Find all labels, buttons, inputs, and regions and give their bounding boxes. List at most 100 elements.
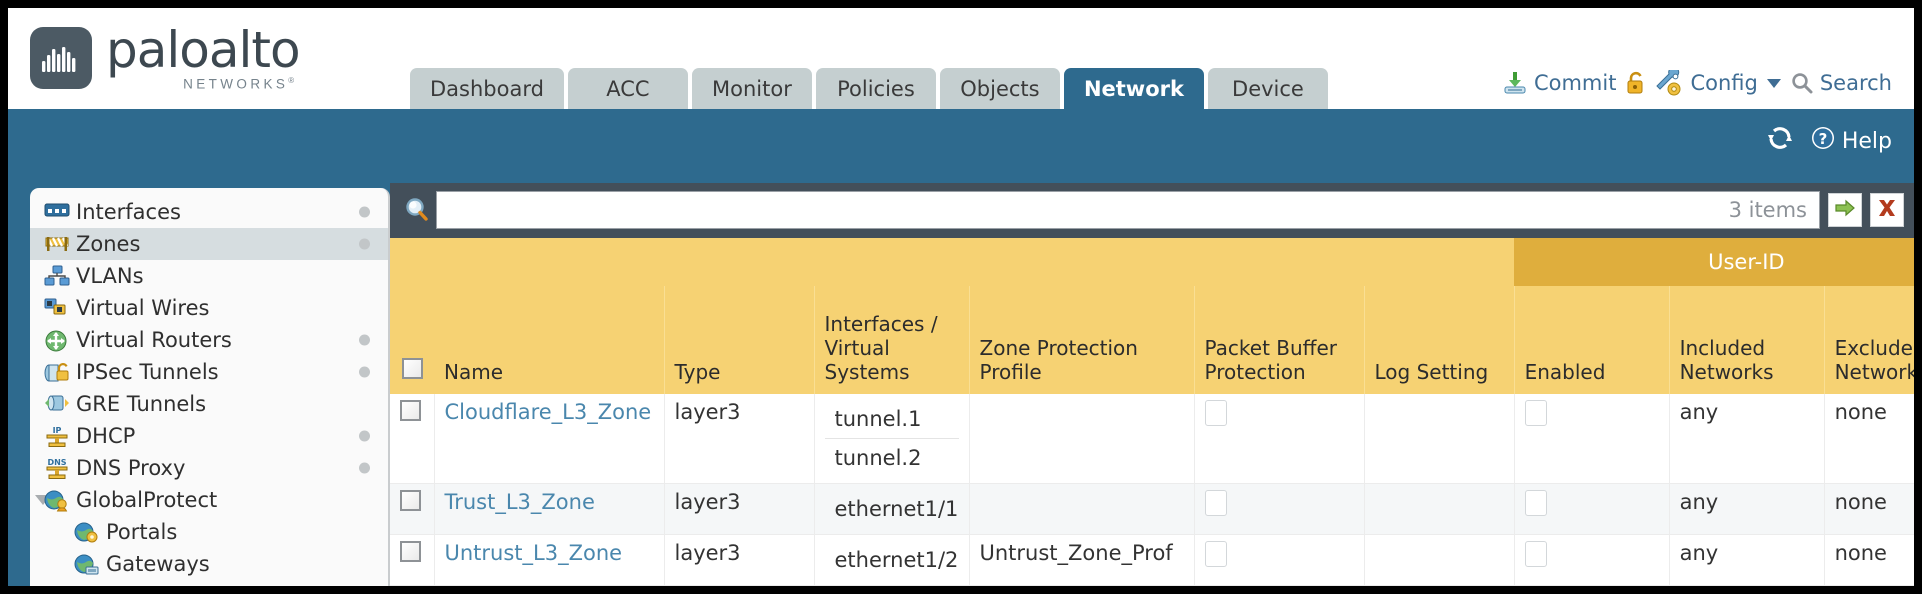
sub-toolbar-actions: ? Help [1766,125,1892,157]
cell-excluded-networks: none [1824,394,1914,484]
sidebar-item-vlans[interactable]: VLANs [30,260,388,292]
zone-link[interactable]: Untrust_L3_Zone [444,541,623,565]
column-header-interfaces[interactable]: Interfaces / Virtual Systems [814,286,970,394]
zones-table-wrapper: User-ID Name Type Interfaces / Virtual S… [390,238,1914,586]
commit-button[interactable]: Commit [1502,70,1616,96]
commit-icon [1502,70,1528,96]
cell-packet-buffer-protection [1194,483,1365,535]
sidebar-item-virtual-wires[interactable]: Virtual Wires [30,292,388,324]
gre-tunnels-icon [44,393,70,415]
sidebar-item-label: DNS Proxy [76,456,186,480]
zone-link[interactable]: Trust_L3_Zone [444,490,595,514]
svg-text:IP: IP [53,426,62,435]
header-actions: Commit [1502,66,1892,96]
cell-userid-enabled [1514,534,1670,586]
apply-filter-button[interactable] [1828,193,1862,227]
status-dot [359,334,370,346]
sidebar-item-zones[interactable]: Zones [30,228,388,260]
packet-buffer-protection-checkbox[interactable] [1204,400,1227,426]
column-header-excluded-networks[interactable]: Excluded Networks [1824,286,1914,394]
cell-excluded-networks: none [1824,534,1914,586]
row-checkbox[interactable] [400,400,421,421]
column-header-log-setting[interactable]: Log Setting [1364,286,1515,394]
tab-device[interactable]: Device [1207,68,1328,109]
row-checkbox[interactable] [400,541,421,562]
sidebar-item-interfaces[interactable]: Interfaces [30,196,388,228]
search-input[interactable]: 3 items [436,191,1820,229]
group-header-userid: User-ID [1514,238,1914,286]
tab-objects[interactable]: Objects [939,68,1060,109]
content-panel: 3 items [390,183,1914,586]
tab-acc[interactable]: ACC [567,68,688,109]
userid-enabled-checkbox[interactable] [1524,490,1547,516]
table-row[interactable]: Cloudflare_L3_Zone layer3 tunnel.1 tunne… [390,394,1914,484]
config-button[interactable]: Config [1656,66,1781,96]
zone-link[interactable]: Cloudflare_L3_Zone [444,400,652,424]
packet-buffer-protection-checkbox[interactable] [1204,490,1227,516]
sidebar-item-dhcp[interactable]: IP DHCP [30,420,388,452]
userid-enabled-checkbox[interactable] [1524,541,1547,567]
help-button[interactable]: ? Help [1810,125,1892,157]
column-header-included-networks[interactable]: Included Networks [1669,286,1825,394]
status-dot [359,206,370,218]
cell-type: layer3 [664,483,815,535]
userid-enabled-checkbox[interactable] [1524,400,1547,426]
sidebar-item-label: Virtual Wires [76,296,210,320]
sidebar-item-gre-tunnels[interactable]: GRE Tunnels [30,388,388,420]
clear-filter-button[interactable] [1870,193,1904,227]
ipsec-tunnels-icon [44,361,70,383]
cell-log-setting [1364,394,1515,484]
chevron-down-icon[interactable] [1766,78,1781,88]
tab-dashboard[interactable]: Dashboard [410,68,564,109]
sidebar-item-virtual-routers[interactable]: Virtual Routers [30,324,388,356]
svg-text:?: ? [1818,130,1827,148]
sidebar-item-ipsec-tunnels[interactable]: IPSec Tunnels [30,356,388,388]
column-header-packet-buffer-protection[interactable]: Packet Buffer Protection [1194,286,1365,394]
sidebar-item-label: Portals [106,520,178,544]
sidebar-item-portals[interactable]: Portals [30,516,388,548]
lock-button[interactable] [1625,70,1647,96]
sidebar-item-dns-proxy[interactable]: DNS DNS Proxy [30,452,388,484]
table-row[interactable]: Trust_L3_Zone layer3 ethernet1/1 [390,483,1914,535]
column-header-name[interactable]: Name [434,286,665,394]
globalprotect-icon [44,489,70,512]
virtual-routers-icon [44,329,70,352]
search-icon [1790,71,1814,95]
cell-userid-enabled [1514,483,1670,535]
column-header-enabled[interactable]: Enabled [1514,286,1670,394]
column-header-type[interactable]: Type [664,286,815,394]
items-count: 3 items [1728,198,1807,222]
cell-excluded-networks: none [1824,483,1914,535]
sidebar-item-label: Gateways [106,552,210,576]
app-window: paloalto NETWORKS® Dashboard ACC Monitor… [8,8,1914,586]
search-button[interactable]: Search [1790,71,1892,95]
config-label: Config [1690,71,1758,95]
sidebar-item-label: Zones [76,232,141,256]
lock-icon [1625,70,1647,96]
zones-table: User-ID Name Type Interfaces / Virtual S… [390,238,1914,586]
search-row: 3 items [390,188,1914,232]
sidebar-item-label: VLANs [76,264,144,288]
select-all-checkbox[interactable] [402,358,423,379]
cell-included-networks: any [1669,534,1825,586]
sidebar-item-gateways[interactable]: Gateways [30,548,388,580]
table-row[interactable]: Untrust_L3_Zone layer3 ethernet1/2 Untru… [390,534,1914,586]
sidebar-item-label: GlobalProtect [76,488,218,512]
chevron-down-icon[interactable] [35,495,51,505]
tab-network[interactable]: Network [1063,68,1204,109]
column-header-zone-protection-profile[interactable]: Zone Protection Profile [969,286,1195,394]
sidebar-item-globalprotect[interactable]: GlobalProtect [30,484,388,516]
cell-log-setting [1364,483,1515,535]
status-dot [359,462,370,474]
cell-zone-protection-profile [969,394,1195,484]
zones-icon [44,233,70,255]
row-checkbox[interactable] [400,490,421,511]
refresh-button[interactable] [1766,125,1794,157]
tab-monitor[interactable]: Monitor [691,68,812,109]
cell-zone-protection-profile: Untrust_Zone_Prof [969,534,1195,586]
tab-policies[interactable]: Policies [815,68,936,109]
sidebar-item-label: GRE Tunnels [76,392,207,416]
packet-buffer-protection-checkbox[interactable] [1204,541,1227,567]
interface-item: ethernet1/1 [834,497,959,521]
help-icon: ? [1810,125,1836,157]
